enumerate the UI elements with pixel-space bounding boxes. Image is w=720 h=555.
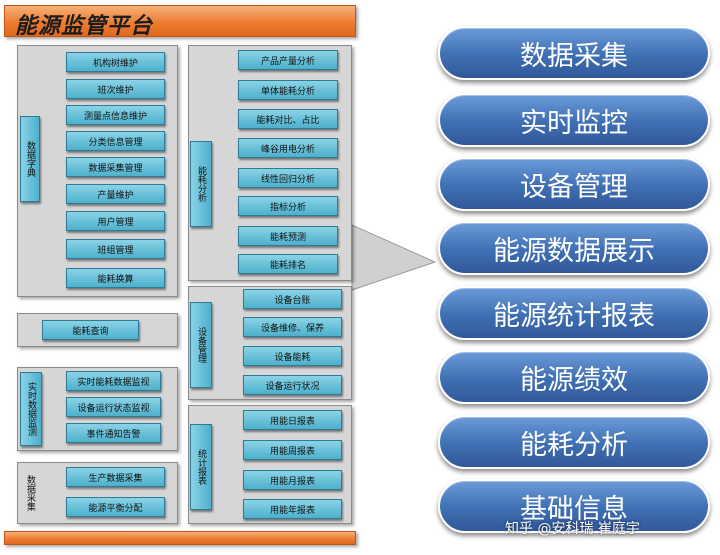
node-energy-balance[interactable]: 能源平衡分配	[66, 497, 165, 517]
node-user-mgmt[interactable]: 用户管理	[66, 211, 165, 231]
menu-data-collection[interactable]: 数据采集	[438, 26, 710, 80]
node-device-energy[interactable]: 设备能耗	[243, 346, 342, 366]
watermark-text: 知乎 @安科瑞 崔庭宇	[505, 521, 640, 537]
node-energy-rank[interactable]: 能耗排名	[238, 254, 338, 274]
node-linear-regression[interactable]: 线性回归分析	[238, 168, 338, 188]
node-daily-report[interactable]: 用能日报表	[243, 410, 342, 430]
node-energy-query[interactable]: 能耗查询	[42, 320, 139, 340]
platform-header: 能源监管平台	[4, 5, 356, 39]
device-management-label: 设备管理	[190, 302, 212, 388]
menu-energy-data-display[interactable]: 能源数据展示	[438, 221, 710, 275]
menu-basic-info[interactable]: 基础信息	[438, 479, 710, 533]
node-output[interactable]: 产量维护	[66, 184, 165, 204]
node-energy-forecast[interactable]: 能耗预测	[238, 226, 338, 246]
platform-footer-bar	[4, 531, 356, 545]
node-device-status[interactable]: 设备运行状态监视	[66, 397, 161, 417]
node-unit-energy[interactable]: 单体能耗分析	[238, 80, 338, 100]
node-peak-valley[interactable]: 峰谷用电分析	[238, 138, 338, 158]
node-category[interactable]: 分类信息管理	[66, 131, 165, 151]
data-dictionary-label: 数据字典	[20, 116, 40, 202]
node-production-collection[interactable]: 生产数据采集	[66, 467, 165, 487]
menu-energy-statistics-report[interactable]: 能源统计报表	[438, 286, 710, 340]
node-org-tree[interactable]: 机构树维护	[66, 52, 165, 72]
node-energy-compare[interactable]: 能耗对比、占比	[238, 109, 338, 129]
node-device-running[interactable]: 设备运行状况	[243, 375, 342, 395]
node-weekly-report[interactable]: 用能周报表	[243, 440, 342, 460]
node-energy-convert[interactable]: 能耗换算	[66, 268, 165, 288]
menu-energy-analysis[interactable]: 能耗分析	[438, 415, 710, 469]
node-data-collection-mgmt[interactable]: 数据采集管理	[66, 157, 165, 177]
node-monthly-report[interactable]: 用能月报表	[243, 470, 342, 490]
node-device-maintenance[interactable]: 设备维修、保养	[243, 317, 342, 337]
platform-title: 能源监管平台	[15, 13, 154, 39]
menu-energy-performance[interactable]: 能源绩效	[438, 350, 710, 404]
node-event-alert[interactable]: 事件通知告警	[66, 423, 161, 443]
node-indicator[interactable]: 指标分析	[238, 196, 338, 216]
node-yearly-report[interactable]: 用能年报表	[243, 499, 342, 519]
realtime-monitor-label: 实时数据监测	[20, 372, 42, 446]
menu-device-management[interactable]: 设备管理	[438, 157, 710, 211]
data-collection-label: 数据采集	[25, 475, 35, 511]
node-device-ledger[interactable]: 设备台账	[243, 289, 342, 309]
node-team-mgmt[interactable]: 班组管理	[66, 239, 165, 259]
node-product-output[interactable]: 产品产量分析	[238, 50, 338, 70]
node-shift[interactable]: 班次维护	[66, 79, 165, 99]
node-realtime-energy[interactable]: 实时能耗数据监视	[66, 371, 161, 391]
menu-realtime-monitor[interactable]: 实时监控	[438, 93, 710, 147]
energy-analysis-label: 能耗分析	[190, 141, 212, 227]
statistics-reports-label: 统计报表	[190, 424, 212, 510]
node-measure-point[interactable]: 测量点信息维护	[66, 105, 165, 125]
